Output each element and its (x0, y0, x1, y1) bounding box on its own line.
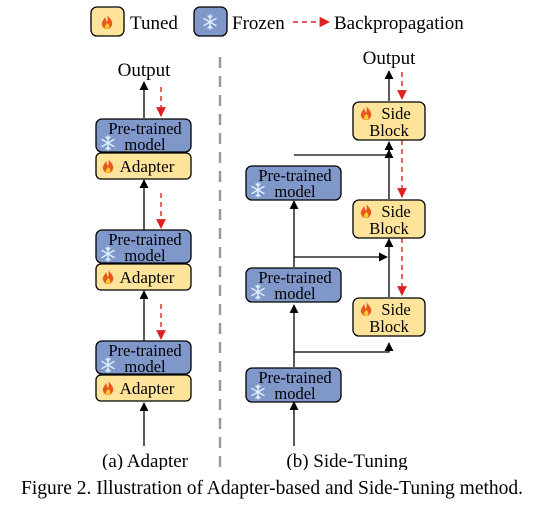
pretrained-model-box (245, 165, 342, 201)
legend: Tuned Frozen Backpropagation (90, 6, 464, 37)
side-pretrained-model-2: Pre-trained model (245, 267, 342, 303)
adapter-label: Adapter (120, 379, 175, 398)
model-label-line2: model (124, 135, 166, 154)
adapter-label: Adapter (120, 268, 175, 287)
side-block-2: Side Block (352, 199, 426, 239)
model-label-line1: Pre-trained (258, 268, 332, 287)
side-pretrained-model-1: Pre-trained model (245, 165, 342, 201)
pretrained-model-box (245, 367, 342, 403)
side-block-box (352, 297, 426, 337)
model-label-line2: model (274, 182, 316, 201)
adapter-box (95, 263, 192, 291)
side-tuning-panel: Output Pre-trained model Pre-trained mod… (245, 48, 426, 470)
adapter-panel-label: (a) Adapter (102, 451, 189, 470)
model-label-line1: Pre-trained (108, 230, 182, 249)
side-block-box (352, 101, 426, 141)
legend-backprop-label: Backpropagation (334, 13, 464, 34)
legend-frozen: Frozen (193, 6, 285, 37)
side-block-3: Side Block (352, 297, 426, 337)
legend-frozen-label: Frozen (232, 13, 285, 34)
side-label-line1: Side (381, 202, 410, 221)
adapter-stack-3: Pre-trained model Adapter (95, 340, 192, 402)
legend-tuned: Tuned (90, 6, 178, 37)
figure-caption: Figure 2. Illustration of Adapter-based … (20, 478, 524, 499)
adapter-stack-1: Pre-trained model Adapter (95, 118, 192, 180)
side-label-line1: Side (381, 300, 410, 319)
side-block-1: Side Block (352, 101, 426, 141)
pretrained-model-box (245, 267, 342, 303)
side-label-line1: Side (381, 104, 410, 123)
side-output-label: Output (363, 48, 417, 69)
side-tuning-panel-label: (b) Side-Tuning (286, 451, 408, 470)
model-label-line1: Pre-trained (258, 368, 332, 387)
legend-tuned-label: Tuned (130, 13, 178, 34)
model-label-line1: Pre-trained (258, 166, 332, 185)
model-label-line2: model (274, 384, 316, 403)
adapter-output-label: Output (118, 60, 172, 81)
model-label-line1: Pre-trained (108, 119, 182, 138)
adapter-box (95, 152, 192, 180)
side-label-line2: Block (369, 219, 409, 238)
side-pretrained-model-3: Pre-trained model (245, 367, 342, 403)
lateral-connection (294, 149, 394, 159)
side-block-box (352, 199, 426, 239)
adapter-stack-2: Pre-trained model Adapter (95, 229, 192, 291)
model-label-line2: model (124, 246, 166, 265)
model-label-line2: model (124, 357, 166, 376)
side-label-line2: Block (369, 317, 409, 336)
lateral-connection (294, 342, 394, 353)
method-diagram: Tuned Frozen Backpropagation Output Pre-… (90, 6, 464, 470)
model-label-line2: model (274, 284, 316, 303)
adapter-label: Adapter (120, 157, 175, 176)
pretrained-model-box (95, 340, 192, 375)
adapter-panel: Output Pre-trained model Adapter Pre-tra… (95, 60, 192, 470)
model-label-line1: Pre-trained (108, 341, 182, 360)
pretrained-model-box (95, 118, 192, 153)
legend-backprop: Backpropagation (293, 13, 464, 34)
adapter-box (95, 374, 192, 402)
side-label-line2: Block (369, 121, 409, 140)
pretrained-model-box (95, 229, 192, 264)
